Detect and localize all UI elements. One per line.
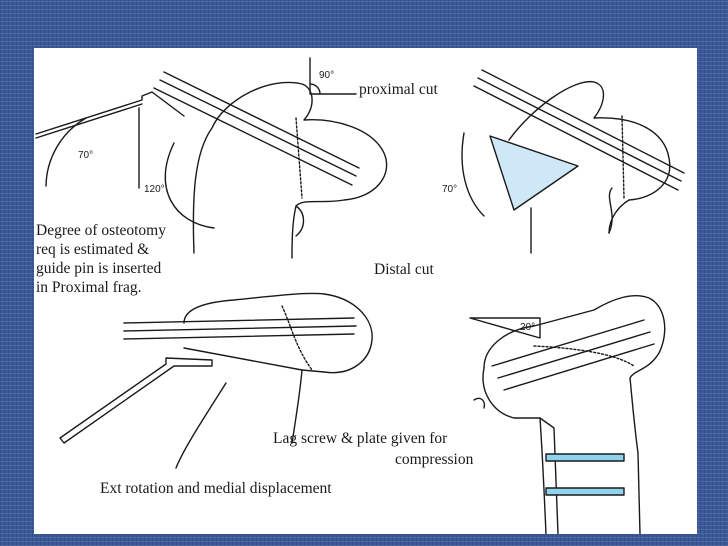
- angle-label-70-right: 70°: [442, 184, 457, 195]
- angle-label-20: 20°: [520, 322, 535, 333]
- cortical-screw-2: [546, 488, 624, 495]
- caption-degree-line-3: guide pin is inserted: [36, 259, 166, 278]
- bullet-left: [47, 519, 53, 525]
- caption-lag-line-2: compression: [395, 450, 473, 469]
- caption-proximal-cut: proximal cut: [359, 80, 438, 99]
- caption-degree-line-1: Degree of osteotomy: [36, 221, 166, 240]
- angle-label-70-left: 70°: [78, 150, 93, 161]
- wedge-resection: [490, 136, 578, 210]
- femur-outline-4: [484, 296, 665, 534]
- panel-bottom-right-femur: [470, 296, 665, 534]
- panel-top-right-femur: [462, 70, 684, 253]
- caption-lag-line-1: Lag screw & plate given for: [273, 429, 447, 448]
- caption-degree-line-4: in Proximal frag.: [36, 278, 166, 297]
- plate: [60, 358, 212, 443]
- slide-panel: 90° 70° 120° 70° 20° proximal cut Degree…: [34, 48, 697, 534]
- angle-label-120: 120°: [144, 184, 165, 195]
- femur-outline-1: [193, 82, 386, 258]
- caption-distal-cut: Distal cut: [374, 260, 434, 279]
- angle-label-90: 90°: [319, 70, 334, 81]
- guide-wire-bent: [36, 92, 184, 134]
- cortical-screw-1: [546, 454, 624, 461]
- femur-outline-3: [184, 293, 372, 443]
- guide-pin: [164, 72, 359, 168]
- angle-arc-70-right: [462, 133, 484, 216]
- lag-screw-line: [124, 318, 354, 323]
- caption-ext-rotation: Ext rotation and medial displacement: [100, 479, 332, 498]
- angle-arc-120: [165, 143, 214, 228]
- caption-degree-block: Degree of osteotomy req is estimated & g…: [36, 221, 166, 297]
- caption-degree-line-2: req is estimated &: [36, 240, 166, 259]
- bullet-right: [674, 519, 680, 525]
